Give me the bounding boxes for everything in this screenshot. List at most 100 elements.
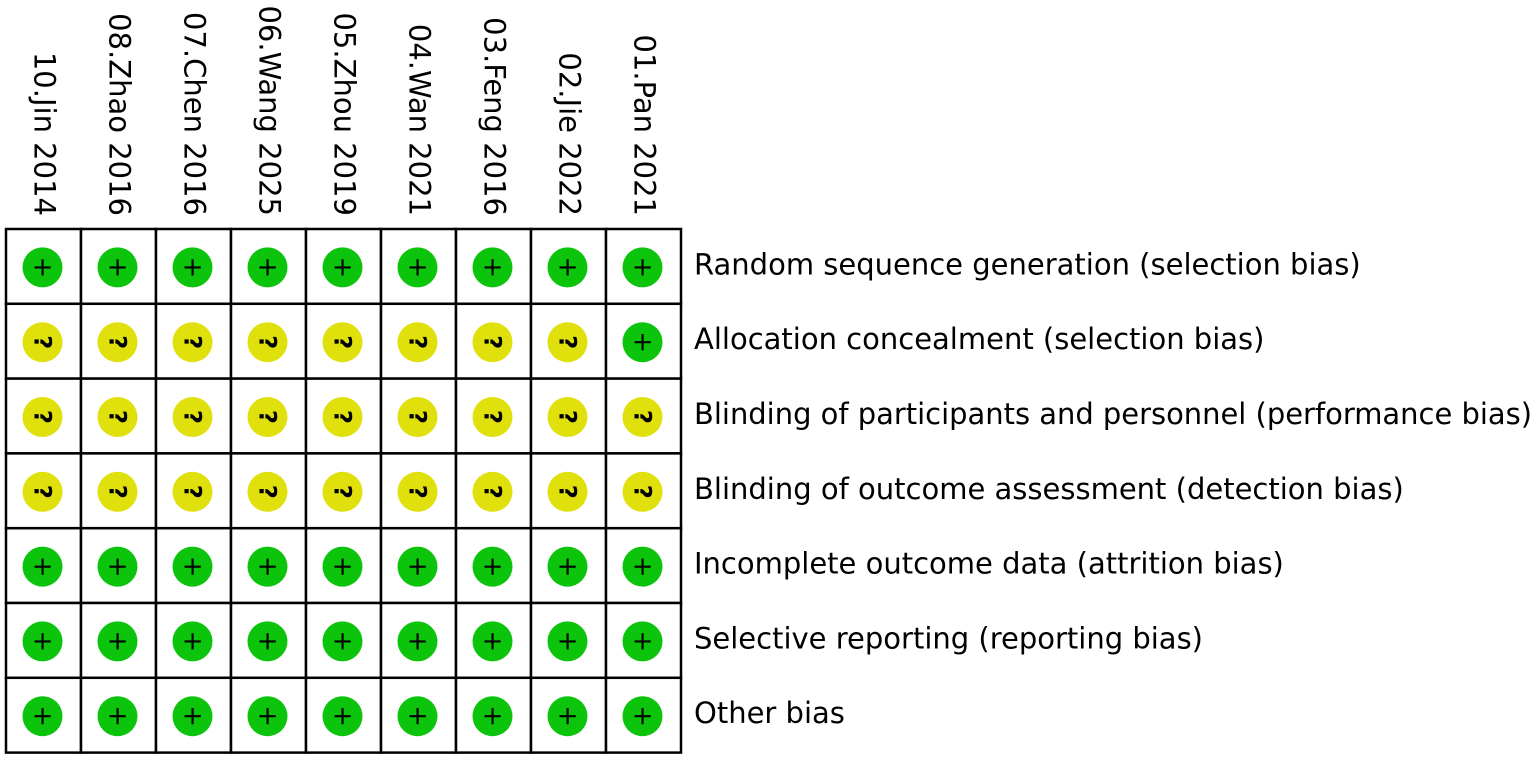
judgement-symbol: + [478,631,508,653]
judgement-symbol: ? [104,485,132,499]
judgement-symbol: + [253,631,283,653]
study-label: 06.Wang 2025 [253,5,287,216]
low-risk-icon [172,621,213,662]
judgement-symbol: ? [554,335,582,349]
unclear-risk-icon [547,397,588,437]
grid-cell: + [229,526,308,605]
judgement-symbol: + [328,556,358,578]
judgement-symbol: + [253,705,283,727]
study-label: 02.Jie 2022 [553,52,587,216]
low-risk-icon [397,621,438,662]
grid-cell: + [379,227,458,306]
unclear-risk-icon [322,322,363,363]
grid-cell: ? [529,302,608,380]
grid-cell: ? [154,302,233,380]
grid-cell: + [379,676,458,754]
domain-label: Blinding of participants and personnel (… [694,397,1532,431]
grid-cell: + [79,601,158,680]
unclear-risk-icon [397,471,438,512]
judgement-symbol: + [178,556,208,578]
low-risk-icon [472,621,513,662]
grid-cell: + [604,227,683,306]
unclear-risk-icon [622,471,663,512]
low-risk-icon [622,696,663,737]
grid-cell: + [154,601,233,680]
judgement-symbol: + [553,705,583,727]
grid-cell: + [4,526,83,605]
domain-label: Incomplete outcome data (attrition bias) [694,547,1284,581]
unclear-risk-icon [97,471,138,512]
unclear-risk-icon [247,322,288,363]
grid-cell: ? [454,377,533,455]
grid-cell: ? [529,377,608,455]
grid-cell: + [529,227,608,306]
low-risk-icon [622,546,663,587]
judgement-symbol: ? [479,335,507,349]
low-risk-icon [322,247,363,288]
judgement-symbol: ? [104,410,132,424]
grid-cell: ? [454,452,533,530]
unclear-risk-icon [322,471,363,512]
grid-cell: ? [304,302,383,380]
unclear-risk-icon [172,397,213,437]
unclear-risk-icon [397,322,438,363]
grid-cell: + [79,676,158,754]
low-risk-icon [547,696,588,737]
judgement-symbol: ? [254,485,282,499]
grid-cell: + [604,526,683,605]
grid-cell: ? [4,452,83,530]
judgement-symbol: + [328,705,358,727]
unclear-risk-icon [622,397,663,437]
judgement-symbol: ? [479,410,507,424]
judgement-symbol: ? [479,485,507,499]
low-risk-icon [322,621,363,662]
low-risk-icon [172,696,213,737]
low-risk-icon [97,621,138,662]
low-risk-icon [22,621,63,662]
grid-cell: + [229,676,308,754]
unclear-risk-icon [472,471,513,512]
judgement-symbol: + [328,631,358,653]
low-risk-icon [322,696,363,737]
study-label: 10.Jin 2014 [28,52,62,216]
grid-cell: ? [229,377,308,455]
grid-cell: + [529,601,608,680]
judgement-grid: +++++++++????????+??????????????????++++… [4,227,683,754]
unclear-risk-icon [397,397,438,437]
judgement-symbol: ? [329,410,357,424]
grid-cell: ? [304,377,383,455]
unclear-risk-icon [97,322,138,363]
judgement-symbol: + [28,631,58,653]
grid-cell: ? [229,302,308,380]
grid-cell: ? [79,377,158,455]
grid-cell: + [154,526,233,605]
study-label: 07.Chen 2016 [178,12,212,216]
grid-cell: ? [529,452,608,530]
judgement-symbol: + [553,556,583,578]
domain-label: Allocation concealment (selection bias) [694,322,1264,356]
low-risk-icon [472,247,513,288]
judgement-symbol: + [403,705,433,727]
study-label: 04.Wan 2021 [403,24,437,216]
grid-cell: + [79,227,158,306]
unclear-risk-icon [547,322,588,363]
low-risk-icon [622,621,663,662]
low-risk-icon [97,247,138,288]
grid-cell: ? [379,302,458,380]
low-risk-icon [397,546,438,587]
domain-label: Random sequence generation (selection bi… [694,247,1361,281]
grid-cell: + [304,227,383,306]
judgement-symbol: ? [554,410,582,424]
grid-cell: + [529,676,608,754]
judgement-symbol: + [403,556,433,578]
grid-cell: + [304,601,383,680]
judgement-symbol: + [328,257,358,279]
grid-cell: ? [379,377,458,455]
judgement-symbol: ? [29,410,57,424]
low-risk-icon [322,546,363,587]
judgement-symbol: ? [179,410,207,424]
unclear-risk-icon [22,471,63,512]
grid-cell: + [604,676,683,754]
unclear-risk-icon [172,322,213,363]
grid-cell: + [229,227,308,306]
